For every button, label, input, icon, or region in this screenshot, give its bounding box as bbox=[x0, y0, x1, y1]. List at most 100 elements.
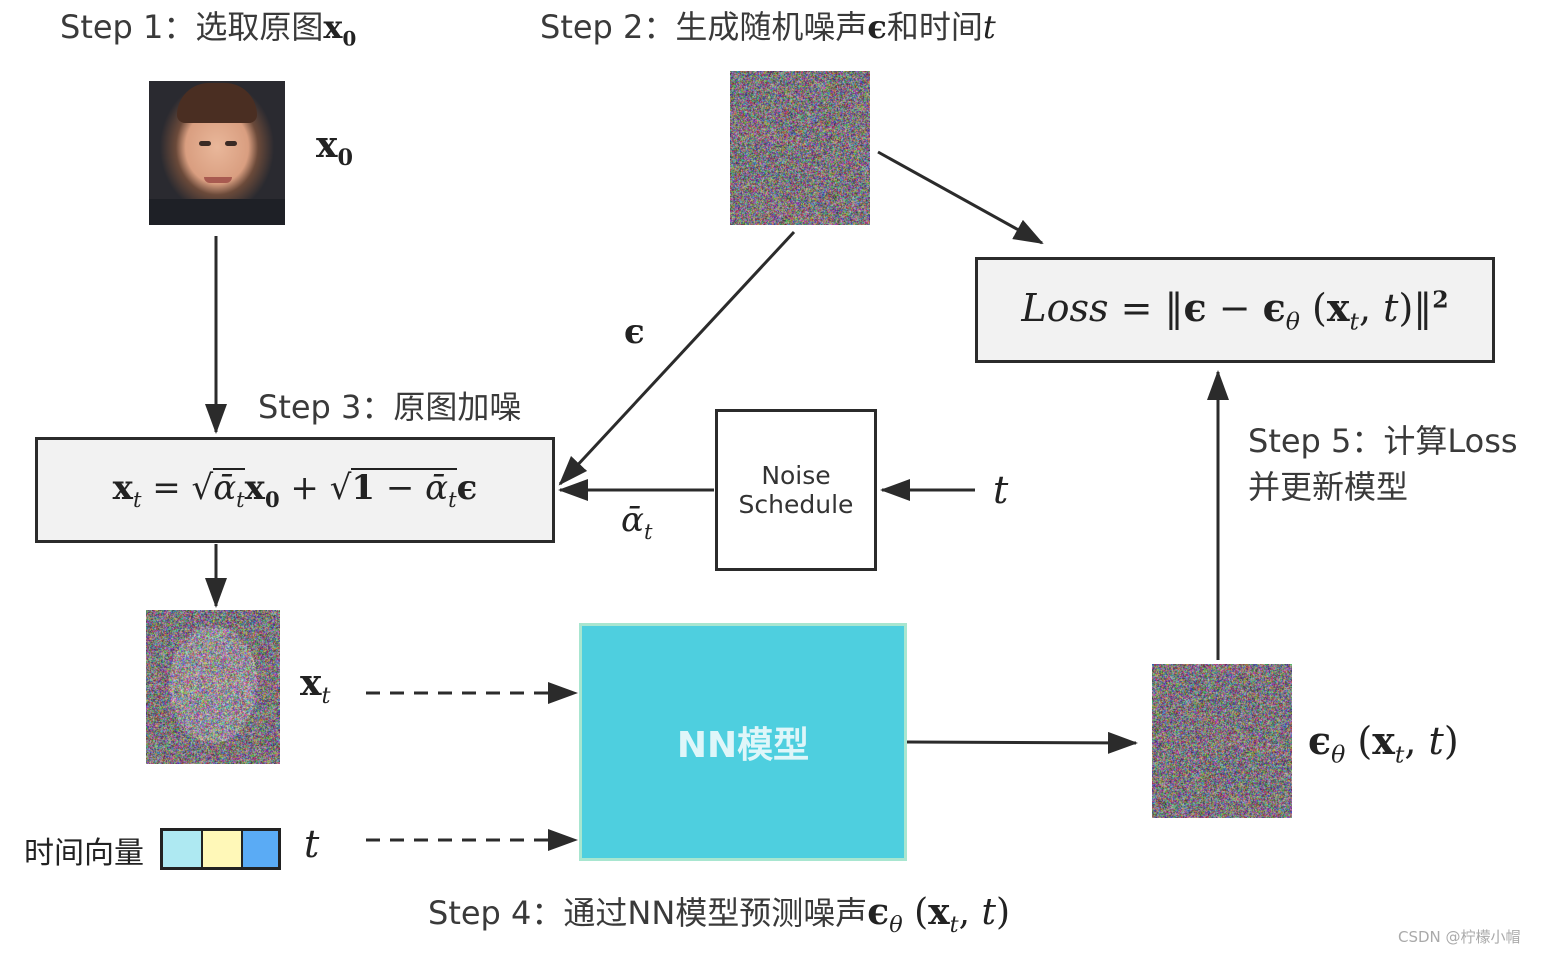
alpha-bar-letter: ᾱ bbox=[621, 500, 644, 540]
step5-line1: Step 5：计算Loss bbox=[1248, 422, 1518, 460]
loss-square: 2 bbox=[1432, 285, 1449, 314]
label-alpha-bar: ᾱt bbox=[621, 500, 652, 544]
loss-minus: − bbox=[1206, 285, 1263, 330]
loss-epsilon-theta: ϵ bbox=[1262, 284, 1286, 330]
eq-x0: x bbox=[244, 468, 265, 509]
eq-xt: x bbox=[112, 468, 133, 509]
loss-equals: = ‖ bbox=[1120, 285, 1184, 330]
step4-x: x bbox=[928, 891, 950, 933]
loss-x-sub: t bbox=[1349, 307, 1359, 336]
step4-epsilon: ϵ bbox=[867, 891, 890, 933]
time-vector-cell-3 bbox=[243, 831, 278, 867]
eq-alpha2: ᾱ bbox=[425, 468, 449, 509]
step2-text: Step 2：生成随机噪声 bbox=[540, 8, 868, 46]
eq-alpha1: ᾱ bbox=[213, 468, 237, 509]
label-xt-letter: x bbox=[300, 662, 322, 704]
pred-open: ( bbox=[1345, 719, 1373, 763]
loss-theta: θ bbox=[1285, 307, 1300, 336]
time-vector-cell-1 bbox=[163, 831, 203, 867]
nn-model-box: NN模型 bbox=[579, 623, 907, 861]
loss-t: t bbox=[1383, 285, 1399, 330]
pred-epsilon: ϵ bbox=[1308, 718, 1332, 763]
step4-text: Step 4：通过NN模型预测噪声 bbox=[428, 894, 868, 932]
pred-x: x bbox=[1372, 718, 1395, 763]
face-suit bbox=[149, 199, 285, 225]
noise-schedule-box: Noise Schedule bbox=[715, 409, 877, 571]
loss-formula: Loss = ‖ϵ − ϵθ (xt, t)‖2 bbox=[1021, 285, 1448, 336]
face-photo bbox=[149, 81, 285, 225]
label-xt: xt bbox=[300, 662, 330, 709]
noise-schedule-line2: Schedule bbox=[738, 490, 854, 519]
label-prediction: ϵθ (xt, t) bbox=[1308, 718, 1459, 769]
loss-comma: , bbox=[1358, 285, 1384, 330]
time-vector-cell-2 bbox=[203, 831, 243, 867]
label-t-vector: t bbox=[304, 822, 320, 866]
alpha-bar-sub: t bbox=[643, 518, 653, 544]
loss-word: Loss bbox=[1021, 285, 1109, 330]
arrow-nn-to-prediction bbox=[906, 731, 1138, 754]
step4-x-sub: t bbox=[949, 912, 959, 939]
noise-texture bbox=[146, 610, 280, 764]
step1-text: Step 1：选取原图 bbox=[60, 8, 324, 46]
eq-alpha1-sub: t bbox=[236, 486, 245, 512]
step1-title: Step 1：选取原图x0 bbox=[60, 2, 356, 50]
equation-box: xt = √ᾱtx0 + √1 − ᾱtϵ bbox=[35, 437, 555, 543]
face-hair bbox=[177, 83, 257, 123]
pred-x-sub: t bbox=[1394, 740, 1405, 769]
step5-title: Step 5：计算Loss 并更新模型 bbox=[1248, 418, 1518, 510]
eq-epsilon: ϵ bbox=[456, 468, 478, 509]
step1-x0-letter: x bbox=[323, 8, 343, 46]
step2-mid-text: 和时间 bbox=[886, 8, 983, 46]
label-x0: x0 bbox=[316, 124, 353, 171]
label-xt-sub: t bbox=[321, 683, 331, 710]
label-x0-sub: 0 bbox=[337, 145, 353, 172]
step1-x0-sub: 0 bbox=[342, 26, 357, 51]
loss-epsilon: ϵ bbox=[1183, 284, 1207, 330]
loss-close: )‖ bbox=[1398, 285, 1433, 330]
face-eye-right bbox=[225, 141, 237, 146]
noise-texture bbox=[1152, 664, 1292, 818]
pred-t: t bbox=[1428, 719, 1444, 763]
pred-close: ) bbox=[1443, 719, 1459, 763]
loss-box: Loss = ‖ϵ − ϵθ (xt, t)‖2 bbox=[975, 257, 1495, 363]
eq-sqrt2: 1 − ᾱt bbox=[351, 468, 457, 512]
eq-x0-sub: 0 bbox=[264, 486, 280, 512]
loss-x: x bbox=[1326, 284, 1350, 330]
eq-equals: = √ bbox=[152, 468, 214, 509]
step4-title: Step 4：通过NN模型预测噪声ϵθ (xt, t) bbox=[428, 888, 1010, 938]
pred-comma: , bbox=[1404, 719, 1429, 763]
nn-model-label: NN模型 bbox=[676, 725, 810, 766]
step1-x0: x0 bbox=[323, 8, 356, 50]
noise-texture bbox=[730, 71, 870, 225]
face-eye-left bbox=[199, 141, 211, 146]
pred-theta: θ bbox=[1331, 740, 1346, 769]
eq-xt-sub: t bbox=[132, 486, 142, 512]
time-vector bbox=[160, 828, 281, 870]
eq-sqrt1: ᾱt bbox=[213, 468, 245, 512]
step2-title: Step 2：生成随机噪声ϵ和时间t bbox=[540, 2, 996, 48]
arrow-noise-to-equation bbox=[558, 230, 796, 486]
step4-formula: ϵθ (xt, t) bbox=[867, 891, 1010, 939]
step4-t: t bbox=[981, 892, 996, 933]
label-t-schedule: t bbox=[993, 468, 1009, 512]
step3-title: Step 3：原图加噪 bbox=[258, 388, 522, 426]
arrow-noise-to-loss bbox=[877, 150, 1044, 245]
label-x0-letter: x bbox=[316, 124, 338, 166]
step4-theta: θ bbox=[889, 912, 903, 939]
step2-epsilon: ϵ bbox=[867, 8, 887, 46]
eq-plus: + √ bbox=[290, 468, 352, 509]
step5-line2: 并更新模型 bbox=[1248, 468, 1409, 506]
eq-one: 1 bbox=[351, 468, 376, 509]
loss-open: ( bbox=[1299, 285, 1327, 330]
label-epsilon: ϵ bbox=[624, 312, 645, 352]
predicted-noise-image bbox=[1152, 664, 1292, 818]
noise-image bbox=[730, 71, 870, 225]
face-mouth bbox=[204, 177, 232, 183]
noise-schedule-line1: Noise bbox=[761, 461, 831, 490]
time-vector-label: 时间向量 bbox=[24, 836, 144, 871]
noisy-face-image bbox=[146, 610, 280, 764]
eq-alpha2-sub: t bbox=[448, 486, 457, 512]
step2-t: t bbox=[982, 8, 996, 46]
watermark: CSDN @柠檬小帽 bbox=[1398, 928, 1521, 946]
